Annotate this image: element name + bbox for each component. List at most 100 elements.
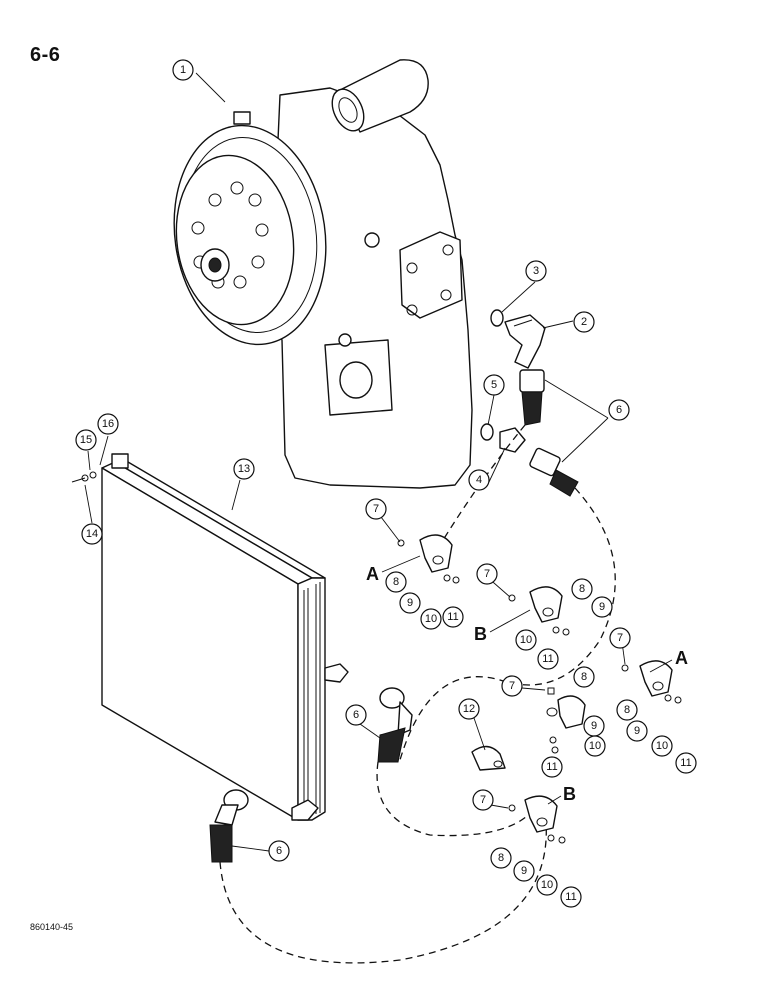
callout-14: 14 — [81, 523, 103, 545]
callout-11b-label: 11 — [542, 653, 553, 665]
clamp-12 — [471, 745, 506, 771]
callout-4: 4 — [468, 469, 490, 491]
callout-10e-label: 10 — [541, 879, 553, 891]
leader-lines — [84, 72, 626, 852]
hose-middle — [377, 687, 413, 763]
callout-11a-label: 11 — [447, 611, 458, 623]
callout-4-label: 4 — [476, 474, 482, 486]
hose-route-3 — [219, 811, 547, 964]
callout-6c-label: 6 — [276, 845, 282, 857]
clamp-a1 — [397, 534, 453, 573]
clamp-b2 — [508, 795, 558, 833]
callout-7d-label: 7 — [509, 680, 515, 692]
callout-7c-label: 7 — [617, 632, 623, 644]
ref-b-right: B — [563, 784, 576, 804]
clamp-a2 — [621, 660, 673, 697]
callout-13: 13 — [233, 458, 255, 480]
callout-7d: 7 — [501, 675, 523, 697]
callout-9a-label: 9 — [407, 597, 413, 609]
callout-6a: 6 — [608, 399, 630, 421]
hose-upper — [519, 369, 545, 426]
callout-7e: 7 — [472, 789, 494, 811]
callout-7b: 7 — [476, 563, 498, 585]
callout-7c: 7 — [609, 627, 631, 649]
figure-code: 860140-45 — [30, 922, 74, 932]
hose-right — [529, 447, 579, 497]
hose-route-2 — [376, 761, 541, 837]
callout-3: 3 — [525, 260, 547, 282]
callout-1: 1 — [172, 59, 194, 81]
ref-b-left: B — [474, 624, 487, 644]
callout-8b: 8 — [571, 578, 593, 600]
clamp-center — [546, 687, 586, 729]
callout-labels: 1 2 3 4 5 6 6 6 6 7 7 7 7 7 8 8 8 8 8 9 … — [75, 59, 697, 908]
callout-13-label: 13 — [238, 463, 250, 475]
callout-8c: 8 — [573, 666, 595, 688]
callout-14-label: 14 — [86, 528, 98, 540]
callout-6b-label: 6 — [353, 709, 359, 721]
callout-9c: 9 — [583, 715, 605, 737]
callout-8e-label: 8 — [498, 852, 504, 864]
callout-11d-label: 11 — [680, 757, 691, 769]
callout-9e: 9 — [513, 860, 535, 882]
o-ring-upper — [490, 309, 504, 327]
callout-10a: 10 — [420, 608, 442, 630]
callout-8d-label: 8 — [624, 704, 630, 716]
callout-1-label: 1 — [180, 64, 186, 76]
callout-8b-label: 8 — [579, 583, 585, 595]
callout-7a-label: 7 — [373, 503, 379, 515]
callout-10d-label: 10 — [656, 740, 668, 752]
callout-8a-label: 8 — [393, 576, 399, 588]
callout-8c-label: 8 — [581, 671, 587, 683]
clamp-b1 — [508, 586, 563, 623]
callout-5: 5 — [483, 374, 505, 396]
callout-8d: 8 — [616, 699, 638, 721]
callout-10b: 10 — [515, 629, 537, 651]
cooler-fins — [303, 582, 321, 816]
transmission-assembly — [173, 59, 473, 489]
callout-6c: 6 — [268, 840, 290, 862]
callout-11b: 11 — [537, 648, 559, 670]
callout-11a: 11 — [442, 606, 464, 628]
callout-16-label: 16 — [102, 418, 114, 430]
callout-12-label: 12 — [463, 703, 475, 715]
callout-9a: 9 — [399, 592, 421, 614]
elbow-fitting — [504, 314, 546, 369]
callout-2: 2 — [573, 311, 595, 333]
callout-15: 15 — [75, 429, 97, 451]
callout-9d-label: 9 — [634, 725, 640, 737]
hose-lower — [209, 789, 249, 863]
callout-10e: 10 — [536, 874, 558, 896]
callout-6b: 6 — [345, 704, 367, 726]
callout-10b-label: 10 — [520, 634, 532, 646]
callout-15-label: 15 — [80, 434, 92, 446]
callout-16: 16 — [97, 413, 119, 435]
callout-9e-label: 9 — [521, 865, 527, 877]
callout-7b-label: 7 — [484, 568, 490, 580]
callout-9b-label: 9 — [599, 601, 605, 613]
callout-7a: 7 — [365, 498, 387, 520]
callout-11c: 11 — [541, 756, 563, 778]
callout-9b: 9 — [591, 596, 613, 618]
o-ring-lower — [480, 423, 494, 441]
callout-3-label: 3 — [533, 265, 539, 277]
callout-12: 12 — [458, 698, 480, 720]
ref-a-left: A — [366, 564, 379, 584]
ref-a-right: A — [675, 648, 688, 668]
oil-cooler — [101, 453, 349, 821]
callout-10d: 10 — [651, 735, 673, 757]
callout-7e-label: 7 — [480, 794, 486, 806]
callout-11e: 11 — [560, 886, 582, 908]
callout-5-label: 5 — [491, 379, 497, 391]
callout-11e-label: 11 — [565, 891, 576, 903]
callout-9d: 9 — [626, 720, 648, 742]
callout-8a: 8 — [385, 571, 407, 593]
callout-9c-label: 9 — [591, 720, 597, 732]
page-number: 6-6 — [30, 44, 61, 66]
callout-11d: 11 — [675, 752, 697, 774]
straight-fitting — [499, 427, 526, 453]
washers-and-nuts — [71, 471, 682, 844]
callout-6a-label: 6 — [616, 404, 622, 416]
callout-10c: 10 — [584, 735, 606, 757]
reference-letters: A B A B — [366, 555, 688, 805]
